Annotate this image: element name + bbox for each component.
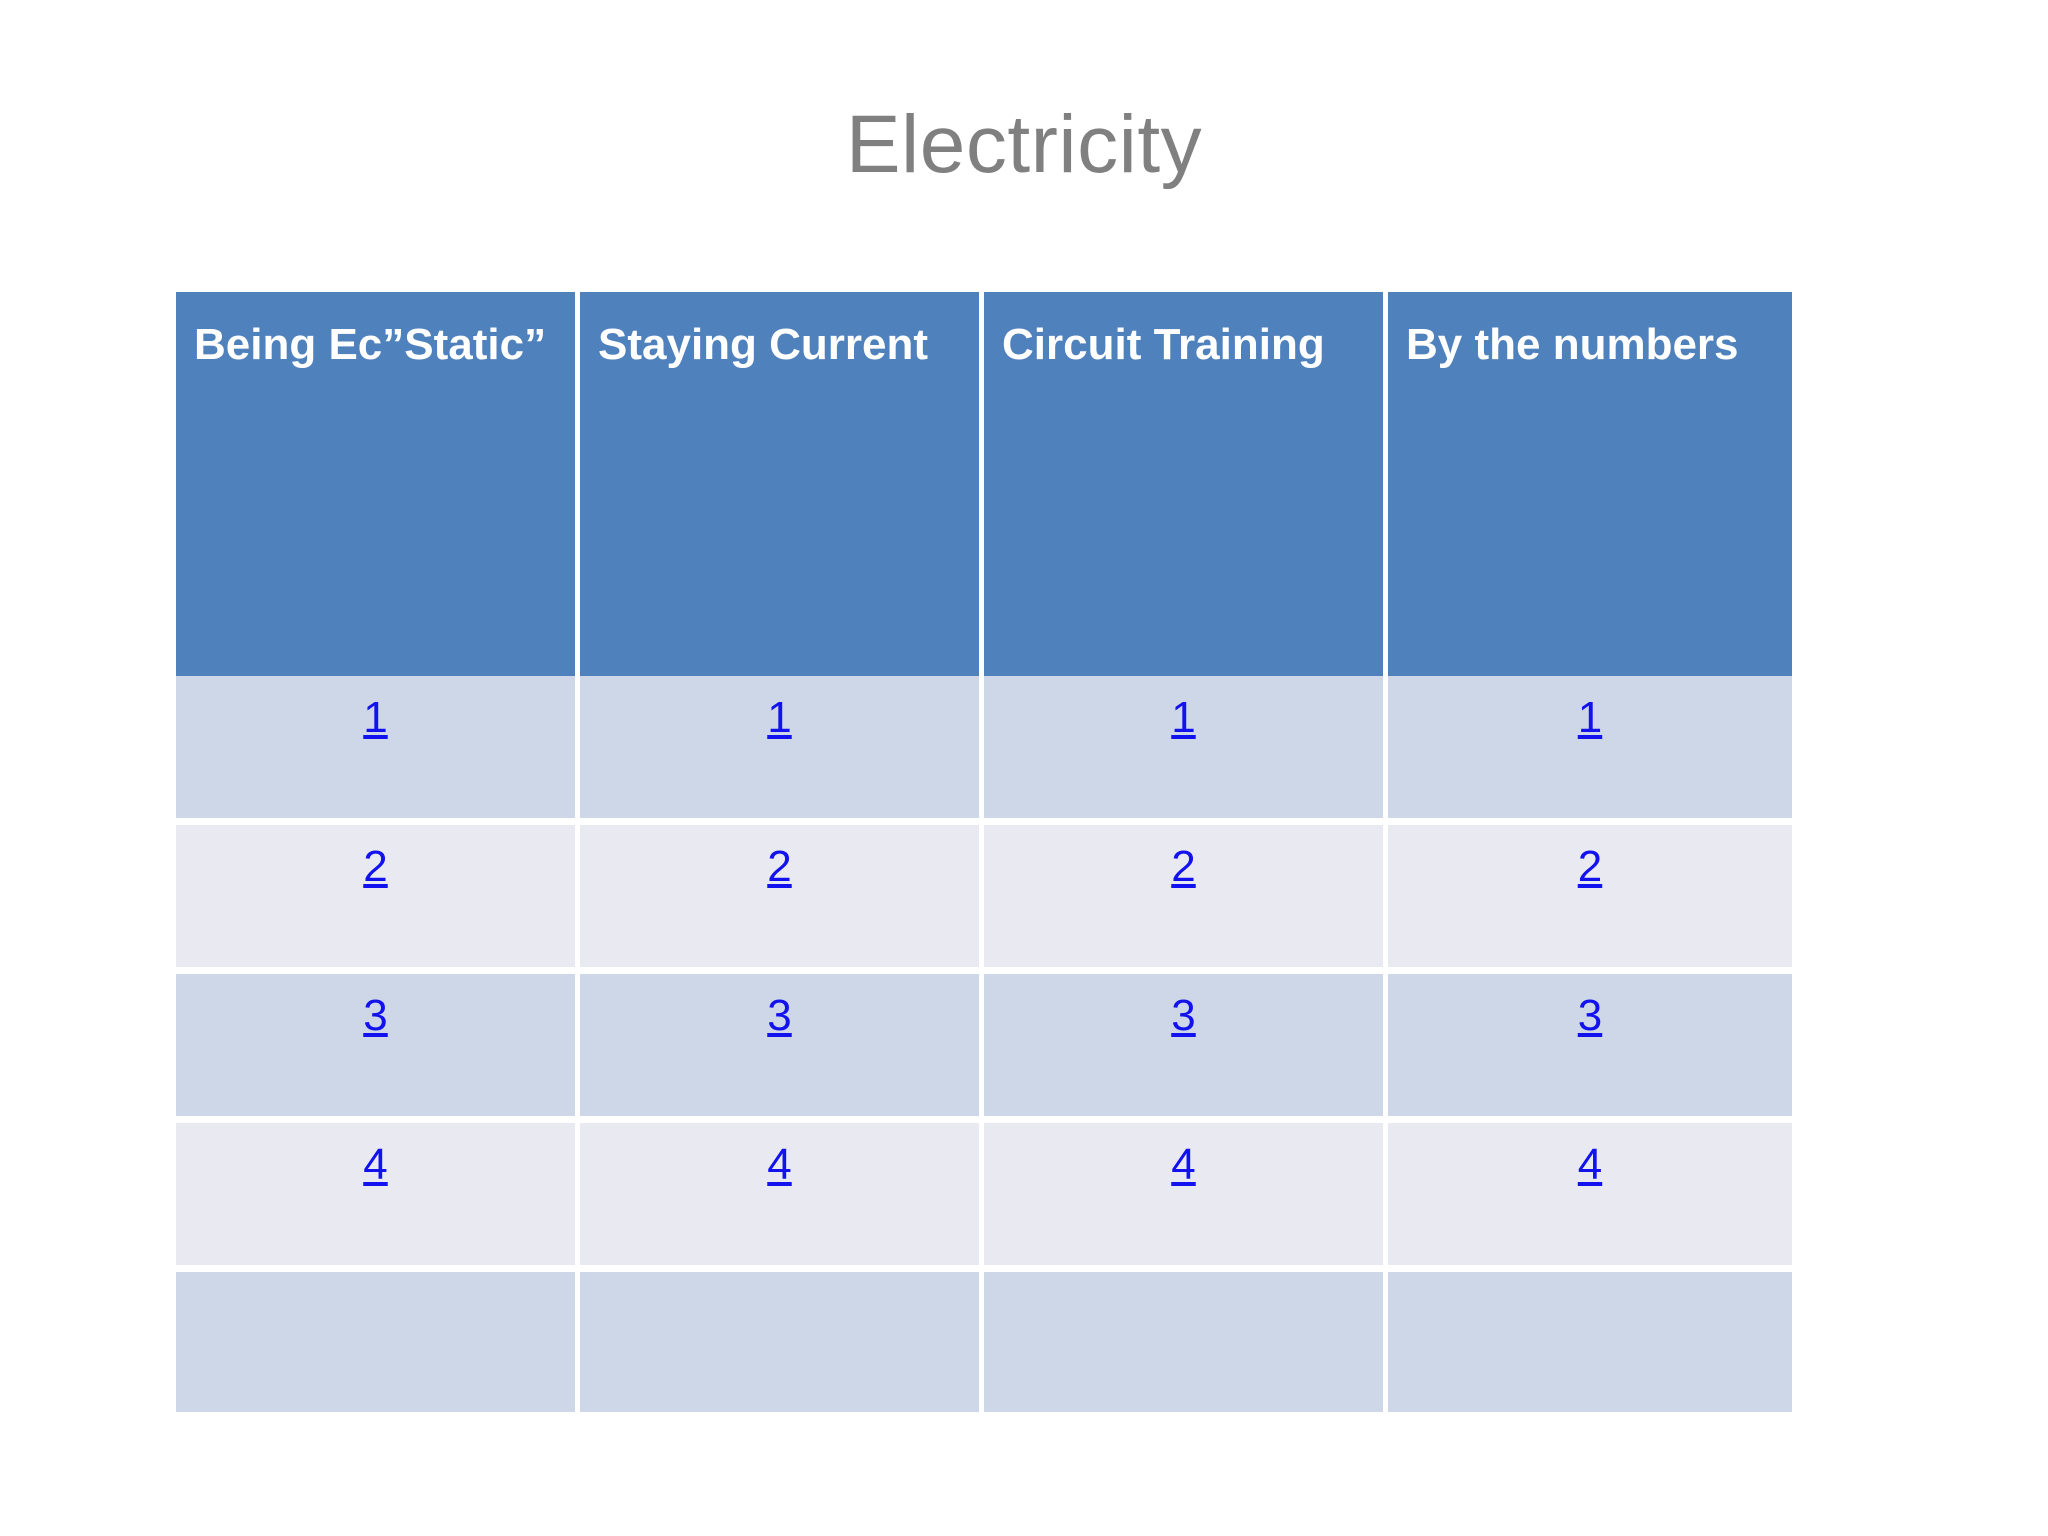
column-header-being-ecstatic: Being Ec”Static”	[176, 292, 580, 676]
board-cell-empty[interactable]	[1388, 1272, 1792, 1412]
board-cell[interactable]: 1	[1388, 676, 1792, 825]
question-link[interactable]: 2	[1577, 842, 1603, 891]
column-header-circuit-training: Circuit Training	[984, 292, 1388, 676]
question-link[interactable]: 4	[767, 1140, 792, 1189]
board-cell[interactable]: 4	[580, 1123, 984, 1272]
question-link[interactable]: 2	[767, 842, 792, 891]
question-link[interactable]: 4	[1577, 1140, 1603, 1189]
question-link[interactable]: 3	[1171, 991, 1196, 1040]
question-link[interactable]: 1	[1577, 693, 1603, 742]
board-cell[interactable]: 2	[984, 825, 1388, 974]
board-cell[interactable]: 3	[984, 974, 1388, 1123]
board-cell[interactable]: 3	[1388, 974, 1792, 1123]
board-cell[interactable]: 2	[176, 825, 580, 974]
board-cell[interactable]: 2	[580, 825, 984, 974]
question-link[interactable]: 1	[363, 693, 388, 742]
board-cell[interactable]: 4	[176, 1123, 580, 1272]
board-cell[interactable]: 1	[984, 676, 1388, 825]
question-link[interactable]: 4	[363, 1140, 388, 1189]
board-cell-empty[interactable]	[176, 1272, 580, 1412]
table-row: 2 2 2 2	[176, 825, 1792, 974]
jeopardy-board-table: Being Ec”Static” Staying Current Circuit…	[176, 292, 1792, 1412]
question-link[interactable]: 2	[1171, 842, 1196, 891]
question-link[interactable]: 2	[363, 842, 388, 891]
board-cell[interactable]: 4	[1388, 1123, 1792, 1272]
board-cell[interactable]: 1	[176, 676, 580, 825]
question-link[interactable]: 3	[1577, 991, 1603, 1040]
board-cell-empty[interactable]	[984, 1272, 1388, 1412]
table-row: 3 3 3 3	[176, 974, 1792, 1123]
column-header-by-the-numbers: By the numbers	[1388, 292, 1792, 676]
table-row: 1 1 1 1	[176, 676, 1792, 825]
question-link[interactable]: 1	[1171, 693, 1196, 742]
board-cell[interactable]: 2	[1388, 825, 1792, 974]
question-link[interactable]: 3	[363, 991, 388, 1040]
board-cell[interactable]: 1	[580, 676, 984, 825]
table-body: 1 1 1 1 2 2 2	[176, 676, 1792, 1412]
column-header-staying-current: Staying Current	[580, 292, 984, 676]
board-cell[interactable]: 3	[580, 974, 984, 1123]
question-link[interactable]: 1	[767, 693, 792, 742]
board-cell[interactable]: 4	[984, 1123, 1388, 1272]
question-link[interactable]: 4	[1171, 1140, 1196, 1189]
page-title: Electricity	[845, 99, 1203, 190]
table-row: 4 4 4 4	[176, 1123, 1792, 1272]
table-row	[176, 1272, 1792, 1412]
table-header-row: Being Ec”Static” Staying Current Circuit…	[176, 292, 1792, 676]
board-cell-empty[interactable]	[580, 1272, 984, 1412]
question-link[interactable]: 3	[767, 991, 792, 1040]
board-cell[interactable]: 3	[176, 974, 580, 1123]
